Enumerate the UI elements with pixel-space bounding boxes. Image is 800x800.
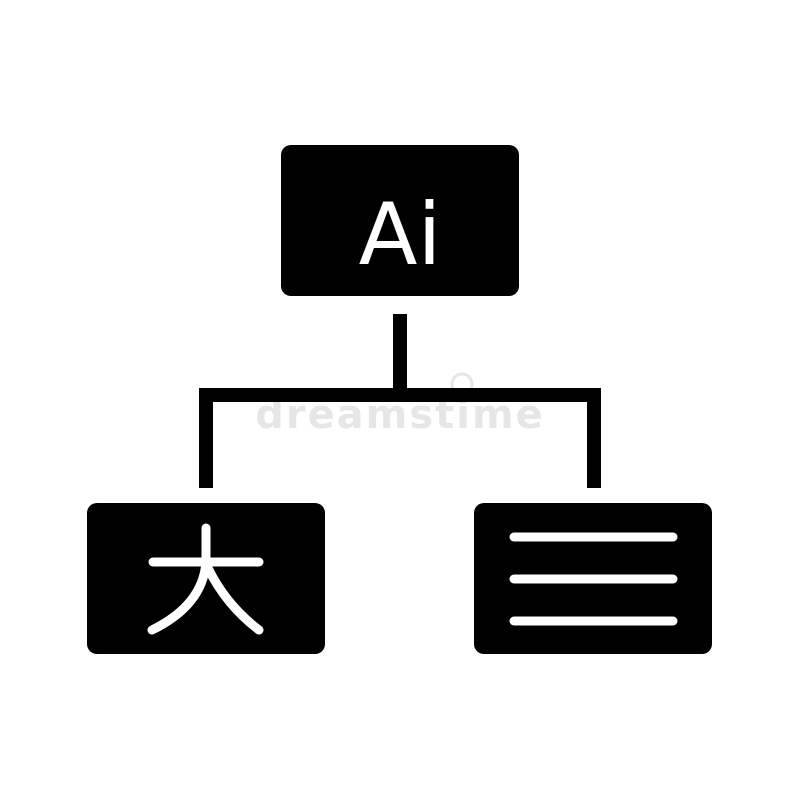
top-node-label: Ai	[359, 185, 442, 285]
chinese-character-icon	[147, 523, 264, 635]
left-node	[87, 503, 325, 654]
top-node: Ai	[281, 145, 519, 296]
top-node-box	[281, 145, 519, 296]
connector-branches	[199, 388, 601, 488]
connector-lines	[199, 314, 601, 488]
text-lines-icon	[509, 532, 678, 626]
right-node	[474, 503, 712, 654]
